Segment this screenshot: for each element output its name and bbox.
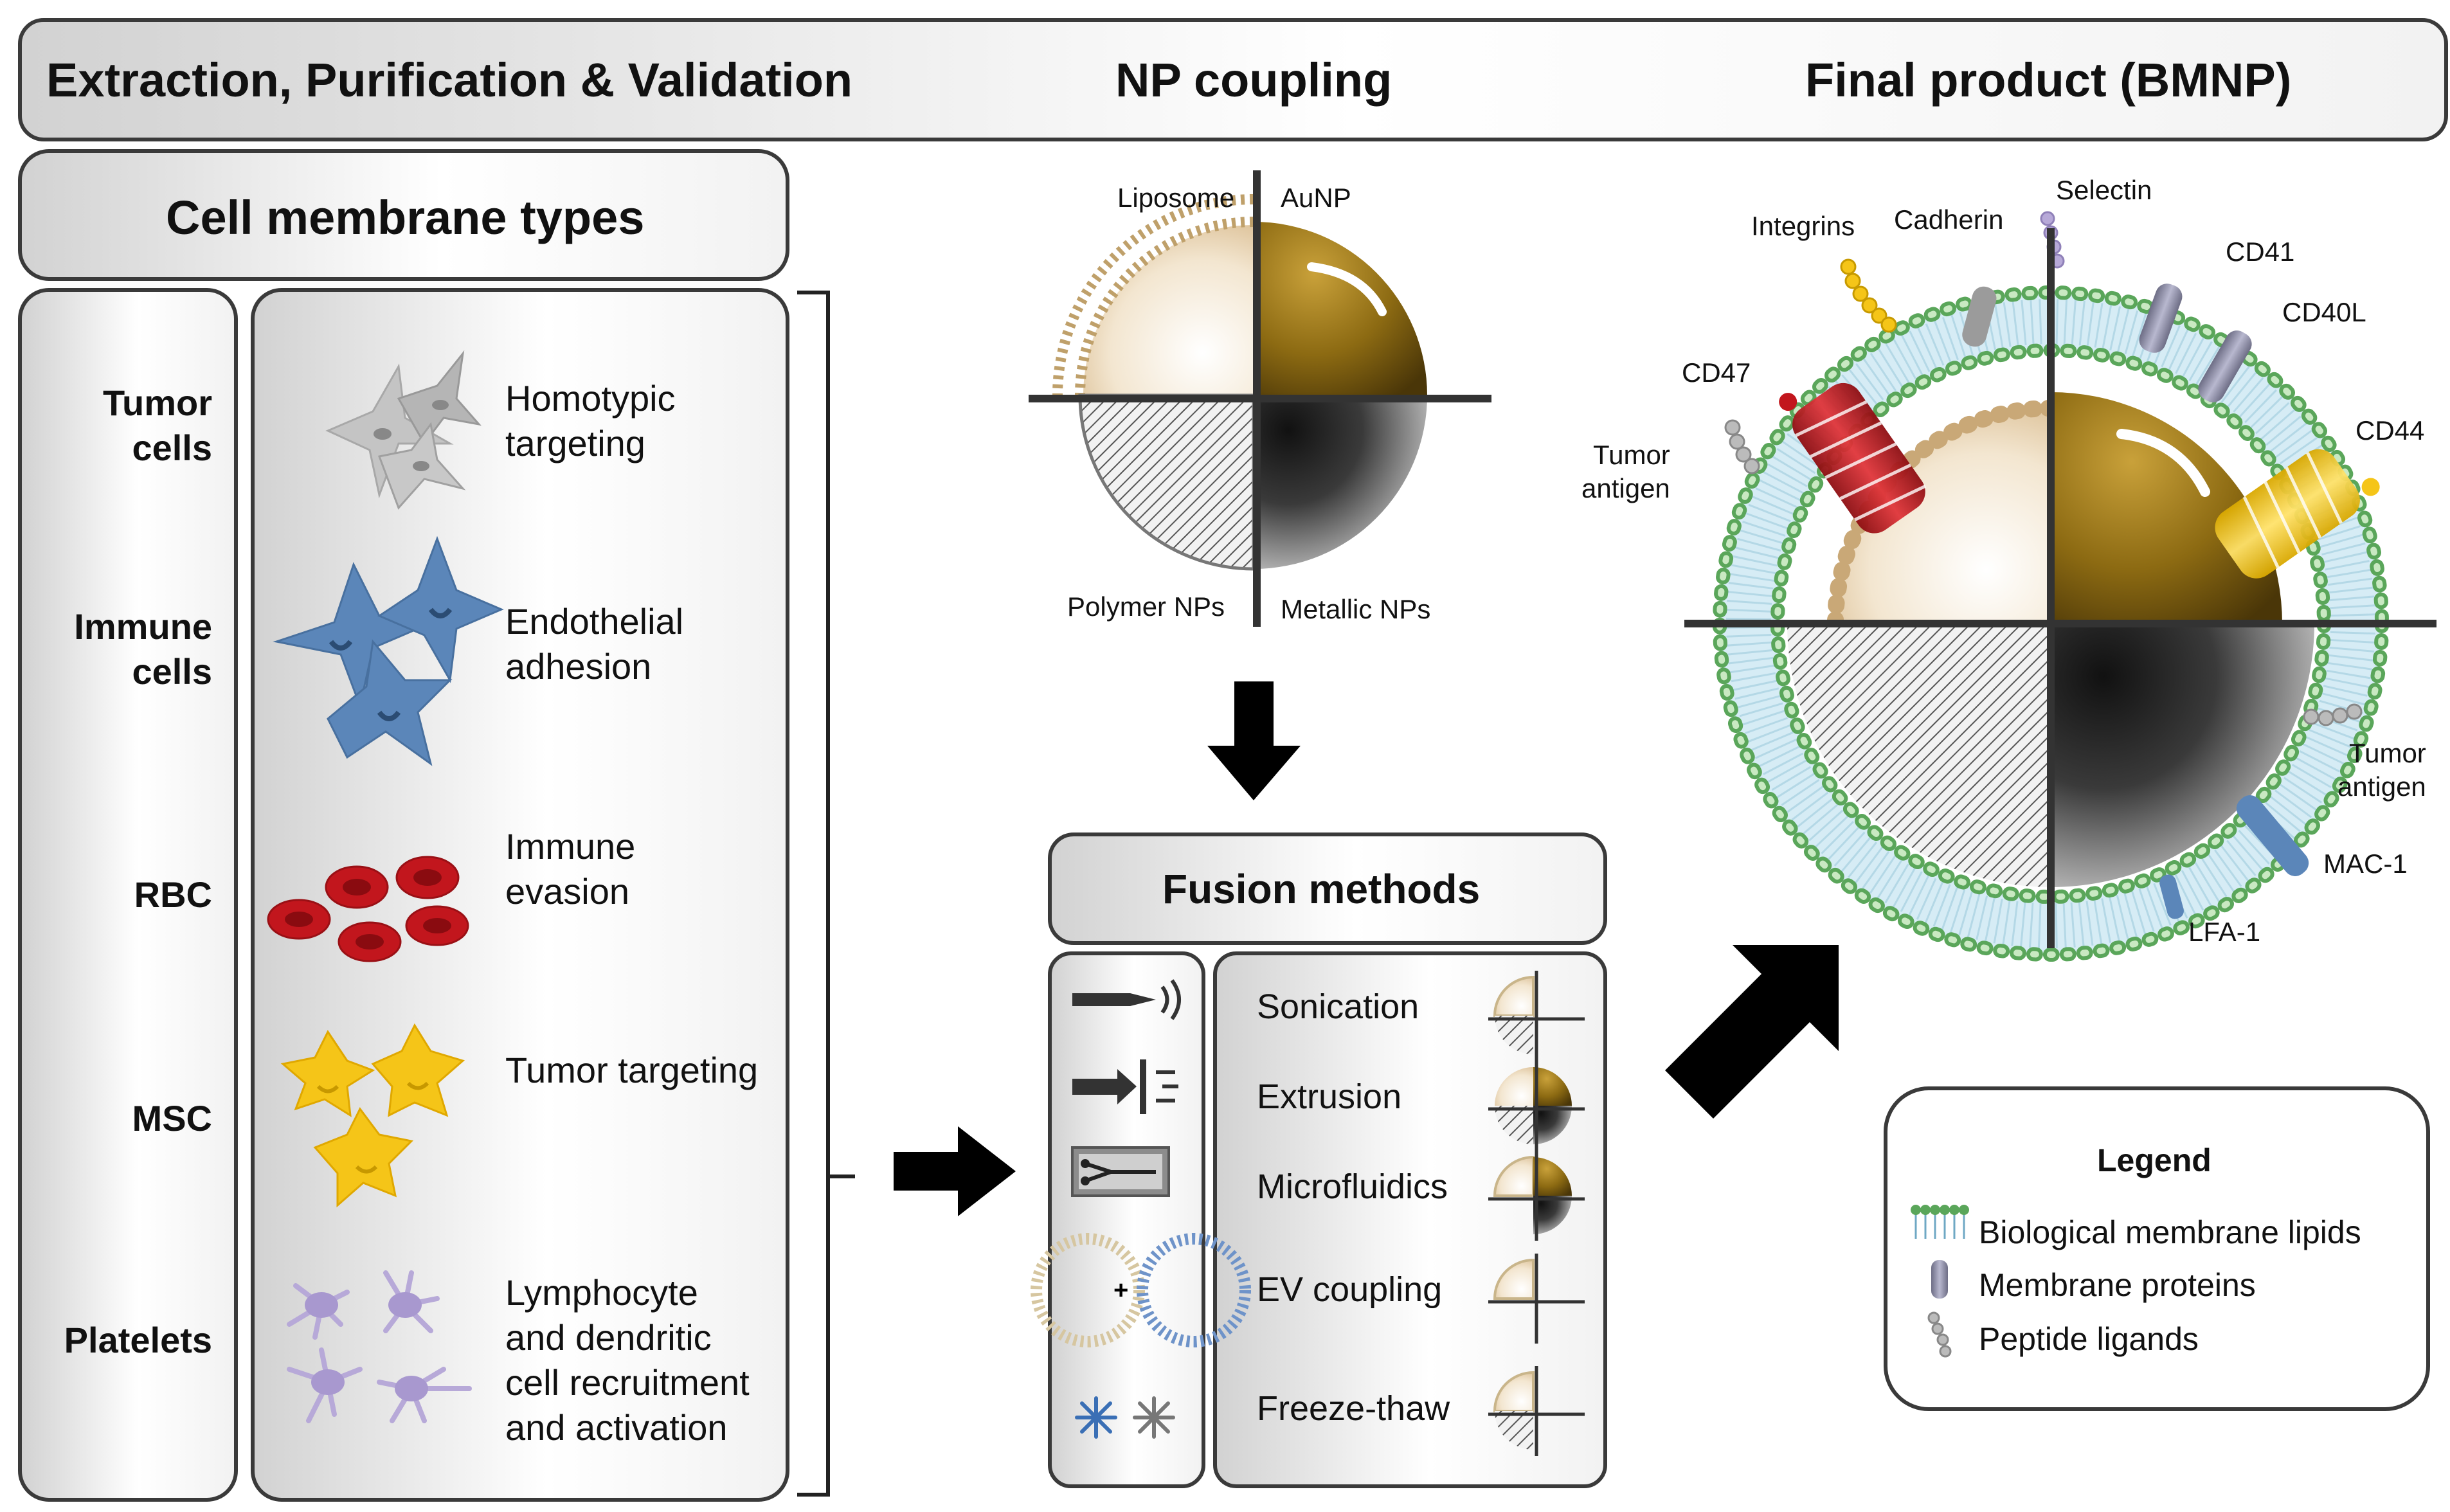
label-metallic-nps: Metallic NPs bbox=[1281, 594, 1431, 624]
np-coupling-diagram bbox=[1029, 170, 1491, 627]
membrane-types-title: Cell membrane types bbox=[166, 191, 645, 244]
sonication-np-glyph bbox=[1488, 971, 1585, 1061]
platelets-icon bbox=[287, 1270, 472, 1423]
legend-proteins: Membrane proteins bbox=[1979, 1267, 2256, 1303]
label-cd44: CD44 bbox=[2355, 415, 2425, 446]
freeze-thaw-np-glyph bbox=[1488, 1366, 1585, 1456]
header-np-coupling: NP coupling bbox=[1115, 53, 1392, 107]
arrow-to-bmnp bbox=[1665, 945, 1839, 1119]
label-cadherin: Cadherin bbox=[1894, 204, 2004, 235]
fusion-title-box bbox=[1048, 833, 1607, 945]
peptide-icon bbox=[1927, 1311, 1952, 1358]
method-sonication: Sonication bbox=[1257, 987, 1419, 1026]
method-extrusion: Extrusion bbox=[1257, 1077, 1402, 1116]
method-ev-coupling: EV coupling bbox=[1257, 1270, 1443, 1309]
legend-lipids: Biological membrane lipids bbox=[1979, 1214, 2361, 1250]
function-tumor-targeting: Tumor targeting bbox=[505, 1050, 759, 1090]
fusion-icon-column bbox=[1048, 951, 1205, 1488]
row-label-rbc: RBC bbox=[134, 874, 212, 915]
label-cd41: CD41 bbox=[2226, 237, 2295, 267]
label-integrins: Integrins bbox=[1751, 211, 1855, 241]
tumor-cells-icon bbox=[325, 350, 482, 510]
row-label-platelets: Platelets bbox=[64, 1320, 212, 1360]
label-liposome: Liposome bbox=[1117, 183, 1235, 213]
label-aunp: AuNP bbox=[1281, 183, 1351, 213]
method-microfluidics: Microfluidics bbox=[1257, 1167, 1448, 1206]
rbc-icon bbox=[267, 856, 469, 962]
membrane-bracket bbox=[797, 291, 855, 1497]
top-header-bar bbox=[18, 18, 2448, 141]
cell-type-column bbox=[18, 288, 238, 1502]
microfluidics-np-glyph bbox=[1488, 1151, 1585, 1241]
extrusion-np-glyph bbox=[1488, 1061, 1585, 1151]
legend-box bbox=[1884, 1086, 2430, 1411]
bmnp-diagram bbox=[1684, 211, 2436, 962]
method-freeze-thaw: Freeze-thaw bbox=[1257, 1389, 1450, 1428]
freeze-thaw-icon bbox=[1075, 1396, 1175, 1439]
legend-title: Legend bbox=[2097, 1142, 2211, 1178]
extrusion-icon bbox=[1072, 1059, 1178, 1114]
sonication-icon bbox=[1072, 979, 1181, 1020]
fusion-title: Fusion methods bbox=[1162, 866, 1481, 912]
arrow-down-to-fusion bbox=[1207, 681, 1301, 800]
label-lfa1: LFA-1 bbox=[2188, 917, 2261, 947]
ev-coupling-icon: + bbox=[1031, 1233, 1251, 1347]
label-polymer-nps: Polymer NPs bbox=[1067, 591, 1225, 622]
label-selectin: Selectin bbox=[2056, 175, 2152, 205]
row-label-msc: MSC bbox=[132, 1098, 212, 1138]
label-cd40l: CD40L bbox=[2282, 297, 2366, 327]
immune-cells-icon bbox=[273, 536, 504, 766]
msc-icon bbox=[280, 1023, 465, 1208]
header-extraction: Extraction, Purification & Validation bbox=[46, 53, 853, 107]
svg-text:+: + bbox=[1113, 1276, 1128, 1304]
membrane-types-title-box bbox=[18, 149, 789, 281]
protein-icon bbox=[1931, 1260, 1948, 1299]
label-mac1: MAC-1 bbox=[2323, 849, 2408, 879]
ev-coupling-np-glyph bbox=[1488, 1254, 1585, 1344]
header-final-product: Final product (BMNP) bbox=[1805, 53, 2292, 107]
legend-peptides: Peptide ligands bbox=[1979, 1321, 2199, 1357]
label-cd47: CD47 bbox=[1682, 357, 1751, 388]
lipid-icon bbox=[1911, 1205, 1969, 1239]
arrow-to-fusion bbox=[894, 1126, 1016, 1216]
microfluidics-icon bbox=[1071, 1146, 1170, 1197]
